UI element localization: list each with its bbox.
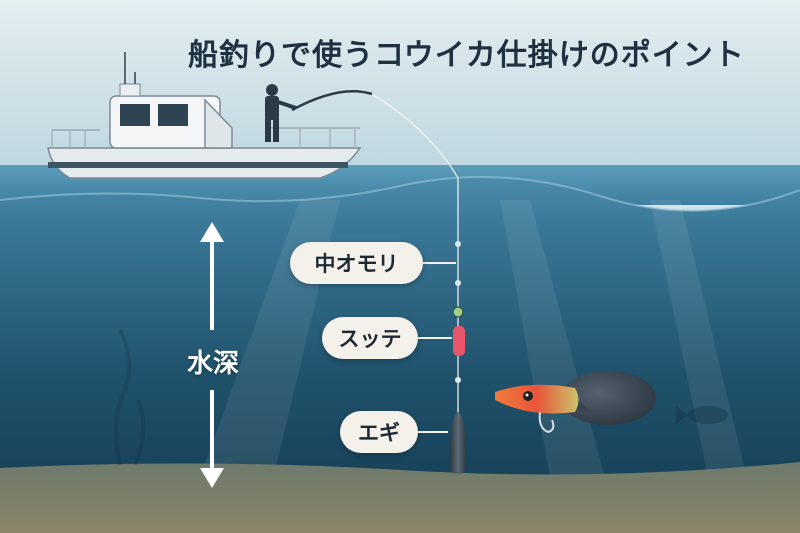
page-title: 船釣りで使うコウイカ仕掛けのポイント [188, 38, 745, 73]
egi-lure [450, 412, 466, 474]
hook-icon [538, 411, 555, 434]
depth-label: 水深 [186, 349, 239, 379]
label-weight: 中オモリ [290, 242, 423, 284]
label-sutte: スッテ [322, 317, 418, 359]
label-egi: エギ [340, 411, 418, 453]
sutte-lure [453, 326, 465, 356]
depth-arrow [200, 222, 224, 488]
squid-icon [495, 371, 656, 425]
boat-icon [47, 52, 362, 179]
fish-icon [676, 406, 728, 424]
angler-icon [265, 84, 297, 142]
